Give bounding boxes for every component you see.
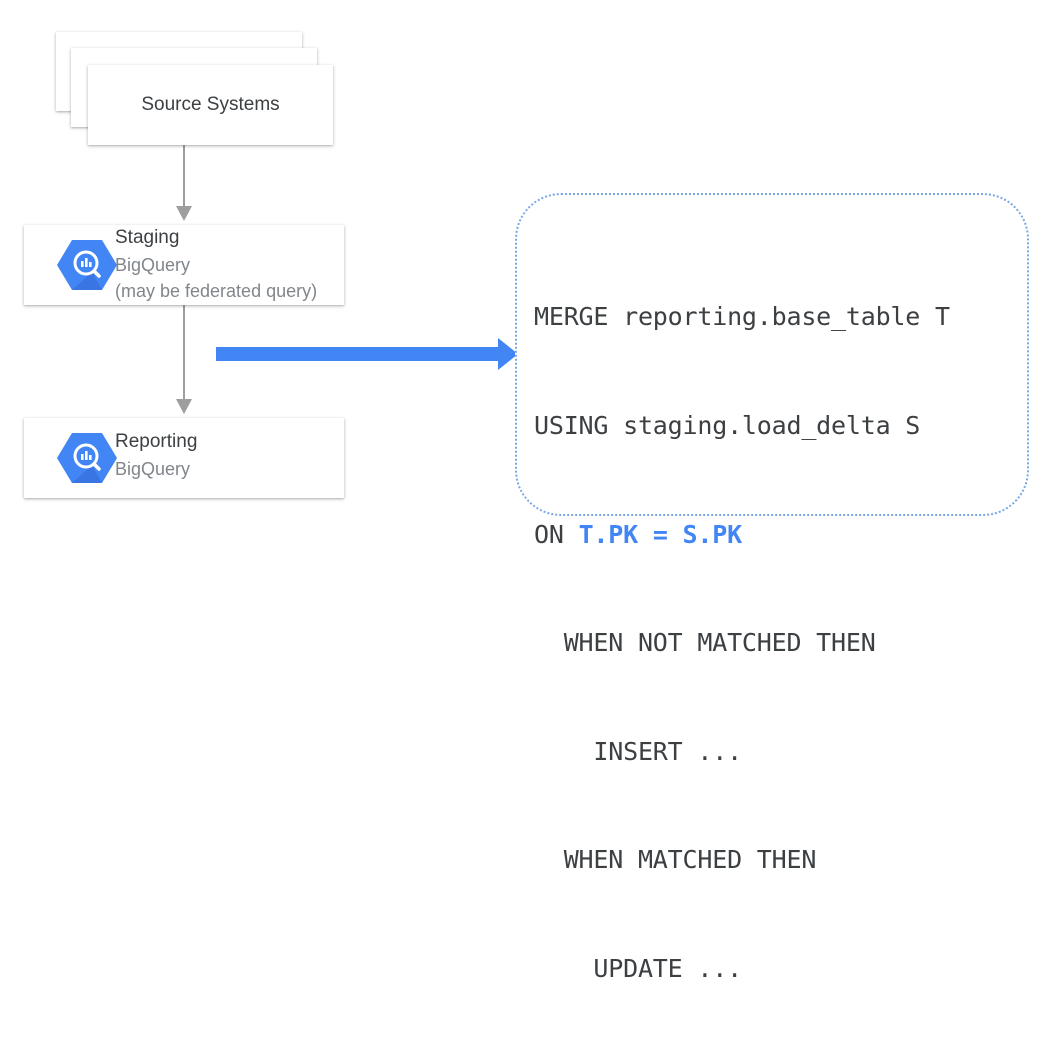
- bigquery-icon: [57, 240, 117, 290]
- code-line: WHEN MATCHED THEN: [534, 845, 817, 875]
- merge-arrow: [216, 338, 518, 370]
- code-line: MERGE reporting.base_table T: [534, 302, 950, 332]
- code-line: USING staging.load_delta S: [534, 411, 921, 441]
- staging-title: Staging: [115, 227, 180, 248]
- join-condition-highlight: T.PK = S.PK: [578, 519, 743, 549]
- code-line: INSERT ...: [534, 736, 742, 766]
- source-systems-card: Source Systems: [88, 65, 333, 145]
- connector-staging-to-reporting: [176, 305, 192, 414]
- bigquery-icon: [57, 433, 117, 483]
- code-line: WHEN NOT MATCHED THEN: [534, 628, 876, 658]
- code-line: UPDATE ...: [534, 954, 742, 984]
- code-line: ON T.PK = S.PK: [534, 517, 950, 553]
- staging-node: Staging BigQuery (may be federated query…: [24, 225, 344, 305]
- connector-source-to-staging: [176, 145, 192, 221]
- merge-sql-box: MERGE reporting.base_table T USING stagi…: [515, 193, 1029, 983]
- reporting-node: Reporting BigQuery: [24, 418, 344, 498]
- staging-note: (may be federated query): [115, 281, 318, 301]
- code-keyword-on: ON: [534, 519, 579, 549]
- source-systems-label: Source Systems: [141, 94, 280, 115]
- merge-sql-code: MERGE reporting.base_table T USING stagi…: [534, 227, 950, 1060]
- staging-subtitle: BigQuery: [115, 255, 191, 275]
- reporting-subtitle: BigQuery: [115, 459, 191, 479]
- reporting-title: Reporting: [115, 431, 198, 452]
